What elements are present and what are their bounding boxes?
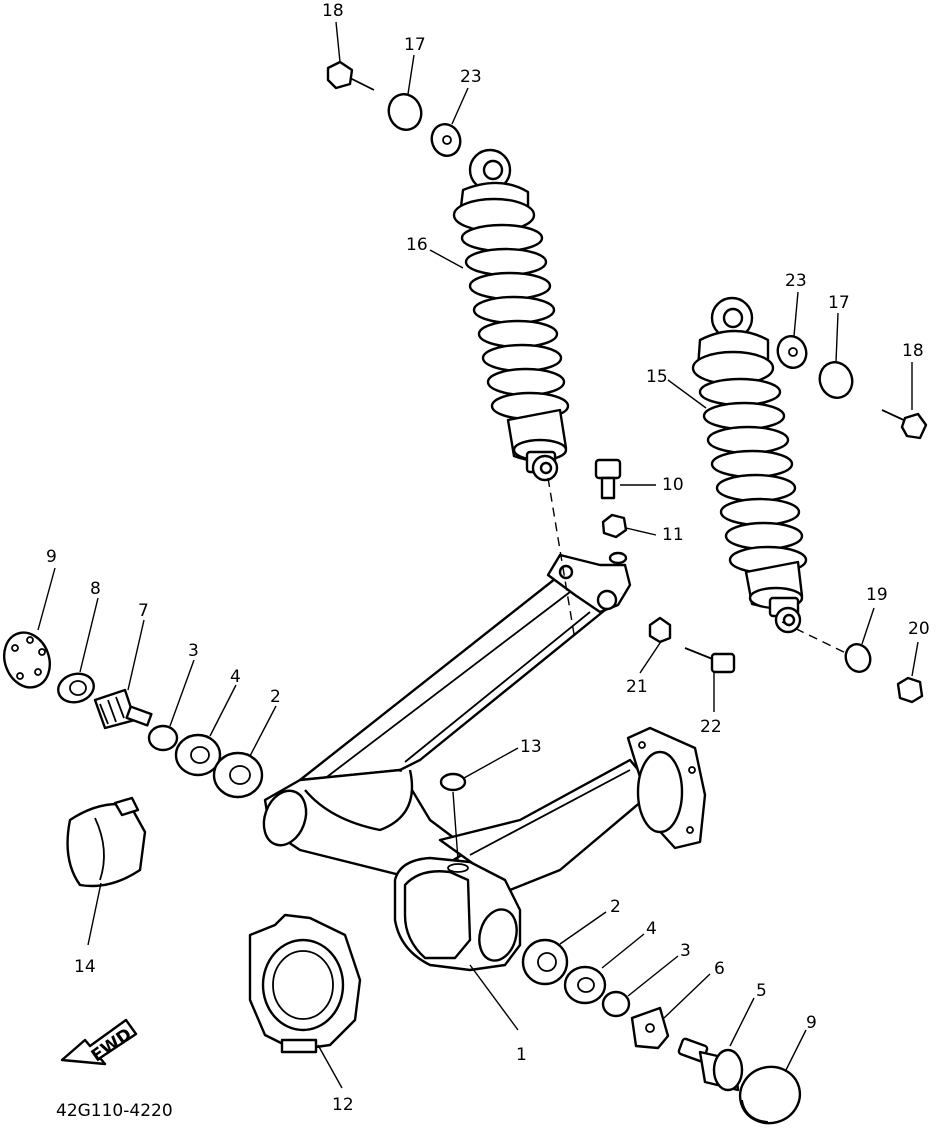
- callout-6: 6: [714, 959, 725, 979]
- callout-4: 4: [646, 919, 657, 939]
- part-19-washer: [844, 643, 872, 673]
- callout-2: 2: [610, 897, 621, 917]
- part-23-washer-top: [430, 123, 462, 157]
- callout-1: 1: [516, 1045, 527, 1065]
- callout-18: 18: [322, 1, 344, 21]
- callout-17: 17: [404, 35, 426, 55]
- part-11-nut: [601, 513, 628, 539]
- callout-3: 3: [680, 941, 691, 961]
- catalog-code: 42G110-4220: [56, 1101, 173, 1121]
- part-18-bolt-top: [326, 60, 375, 91]
- callout-18: 18: [902, 341, 924, 361]
- callout-15: 15: [646, 367, 668, 387]
- part-17-bushing-top: [387, 93, 423, 131]
- leader-lines: [37, 21, 919, 1089]
- callout-19: 19: [866, 585, 888, 605]
- part-23-washer-right: [776, 335, 808, 369]
- callout-22: 22: [700, 717, 722, 737]
- callout-12: 12: [332, 1095, 354, 1115]
- part-10-bolt: [594, 458, 622, 500]
- part-22-bolt: [684, 647, 736, 674]
- part-2-bearing-left: [212, 751, 264, 799]
- callout-21: 21: [626, 677, 648, 697]
- callout-14: 14: [74, 957, 96, 977]
- part-12-boot: [248, 913, 362, 1054]
- callout-2: 2: [270, 687, 281, 707]
- part-17-bushing-right: [818, 361, 854, 399]
- callout-8: 8: [90, 579, 101, 599]
- part-13-plug: [439, 772, 467, 861]
- part-9-left-cap: [3, 631, 51, 689]
- part-21-nut: [648, 616, 672, 644]
- part-4-seal-right: [563, 965, 607, 1005]
- part-3-collar-left: [147, 724, 179, 752]
- callout-23: 23: [460, 67, 482, 87]
- rear-shock-absorber-right: [691, 296, 808, 634]
- part-3-collar-right: [601, 990, 631, 1018]
- part-4-seal-left: [174, 733, 222, 777]
- callout-7: 7: [138, 601, 149, 621]
- callout-4: 4: [230, 667, 241, 687]
- callout-9: 9: [46, 547, 57, 567]
- callout-labels: 18 17 23 16 23 17 18 15 10 11 19 20 21 2…: [46, 1, 930, 1115]
- callout-20: 20: [908, 619, 930, 639]
- callout-5: 5: [756, 981, 767, 1001]
- assembly-line: [547, 477, 576, 641]
- part-7-pivot-shaft-left: [93, 688, 153, 730]
- callout-23: 23: [785, 271, 807, 291]
- part-6-lock-washer: [630, 1006, 670, 1050]
- callout-11: 11: [662, 525, 684, 545]
- part-18-bolt-right: [881, 409, 928, 440]
- callout-9: 9: [806, 1013, 817, 1033]
- assembly-line: [781, 621, 851, 656]
- part-9-right-cap: [738, 1065, 802, 1125]
- part-2-bearing-right: [521, 938, 569, 986]
- part-20-nut: [896, 676, 924, 704]
- fwd-arrow-icon: FWD: [60, 1018, 138, 1066]
- callout-3: 3: [188, 641, 199, 661]
- callout-10: 10: [662, 475, 684, 495]
- part-5-pivot-shaft-right: [677, 1037, 744, 1092]
- swingarm: [262, 551, 707, 972]
- part-14-cover: [66, 796, 147, 888]
- callout-13: 13: [520, 737, 542, 757]
- rear-shock-absorber-left: [452, 148, 570, 482]
- part-8-left-bushing: [57, 672, 95, 704]
- callout-16: 16: [406, 235, 428, 255]
- callout-17: 17: [828, 293, 850, 313]
